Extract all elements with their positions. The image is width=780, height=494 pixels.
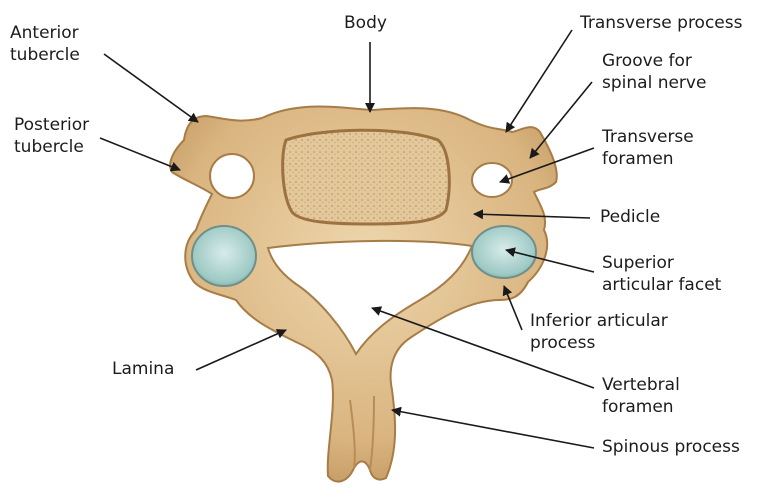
label-transverse-process: Transverse process [580,12,742,34]
label-spinous-process: Spinous process [602,436,740,458]
label-inferior-articular-process: Inferior articular process [530,310,668,354]
label-posterior-tubercle: Posterior tubercle [14,114,89,158]
left-transverse-foramen-hole [210,154,254,198]
leader-lamina [196,330,286,370]
vertebral-body-surface [283,130,450,224]
label-lamina: Lamina [112,358,174,380]
leader-posterior-tubercle [100,138,180,170]
label-vertebral-foramen: Vertebral foramen [602,374,680,418]
leader-groove-spinal-nerve [530,82,592,158]
label-body: Body [344,12,387,34]
vertebra-bone [170,107,557,482]
label-groove-for-spinal-nerve: Groove for spinal nerve [602,50,706,94]
right-superior-articular-facet [472,226,536,278]
left-superior-articular-facet [192,226,256,286]
label-superior-articular-facet: Superior articular facet [602,252,721,296]
leader-anterior-tubercle [104,54,198,122]
label-transverse-foramen: Transverse foramen [602,126,694,170]
label-anterior-tubercle: Anterior tubercle [10,22,80,66]
leader-spinous-process [392,410,594,448]
label-pedicle: Pedicle [600,206,660,228]
leader-transverse-process [506,30,572,132]
